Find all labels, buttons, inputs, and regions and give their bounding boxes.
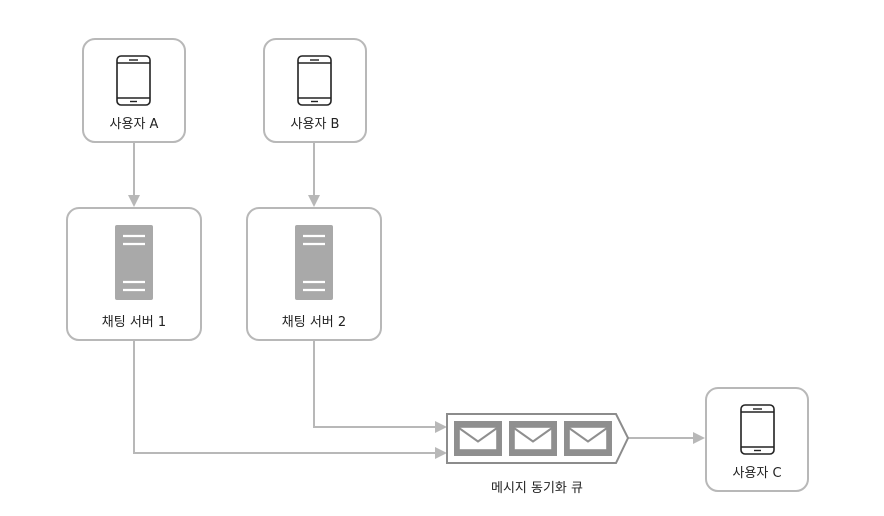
edge-user-b-to-chat-server-2 [308,142,320,207]
queue-messages [454,421,612,456]
edge-chat-server-1-to-queue [133,340,447,459]
server-icon [295,225,333,300]
envelope-icon [454,421,502,456]
node-user-c: 사용자 C [705,387,809,492]
node-chat-server-1: 채팅 서버 1 [66,207,202,341]
edge-user-a-to-chat-server-1 [128,142,140,207]
user-c-label: 사용자 C [732,466,781,481]
envelope-icon [509,421,557,456]
server-icon [115,225,153,300]
node-chat-server-2: 채팅 서버 2 [246,207,382,341]
smartphone-icon [116,55,151,106]
chat-server-2-label: 채팅 서버 2 [282,315,346,330]
node-user-b: 사용자 B [263,38,367,143]
chat-server-1-label: 채팅 서버 1 [102,315,166,330]
edge-chat-server-2-to-queue [313,340,447,433]
user-b-label: 사용자 B [291,117,340,132]
node-message-sync-queue: 메시지 동기화 큐 [446,413,630,496]
smartphone-icon [740,404,775,455]
edge-queue-to-user-c [628,432,705,444]
smartphone-icon [297,55,332,106]
message-sync-queue-label: 메시지 동기화 큐 [491,481,583,496]
node-user-a: 사용자 A [82,38,186,143]
envelope-icon [564,421,612,456]
user-a-label: 사용자 A [110,117,159,132]
